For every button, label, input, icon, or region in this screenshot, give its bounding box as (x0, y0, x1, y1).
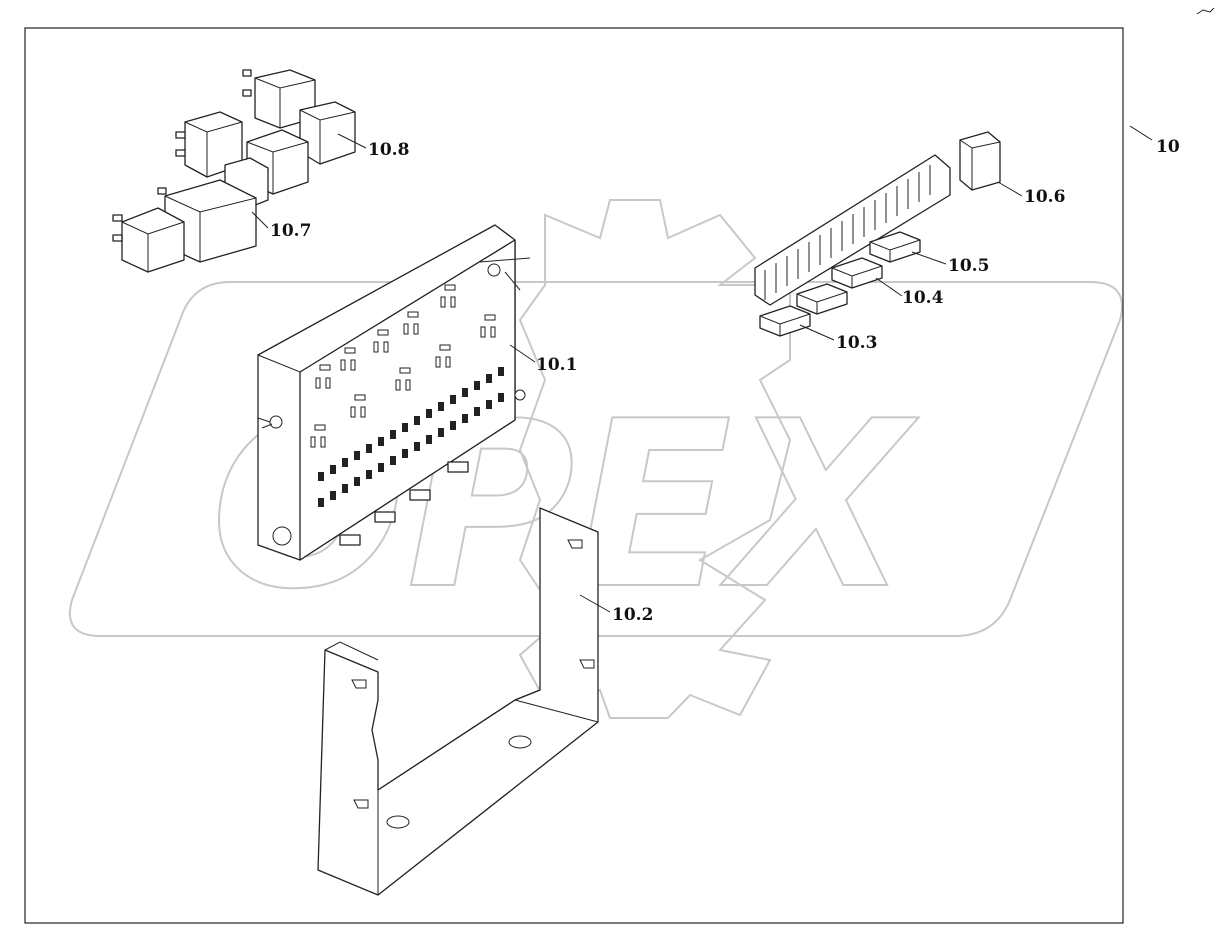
label-relay-group: 10.8 (368, 140, 409, 160)
label-fuse-b: 10.4 (902, 288, 944, 308)
label-fuse-block: 10.1 (536, 355, 577, 375)
fuse-small-c (869, 231, 921, 263)
watermark-bar (68, 281, 1123, 637)
label-bracket: 10.2 (612, 605, 653, 625)
corner-mark (1196, 7, 1215, 15)
diagram-frame (24, 27, 1124, 924)
label-fuse-cover: 10.6 (1024, 187, 1065, 207)
label-fuse-c: 10.5 (948, 256, 989, 276)
watermark-gear (518, 199, 792, 719)
label-assembly: 10 (1156, 137, 1180, 157)
fuse-block (257, 224, 531, 561)
fuse-small-a2 (796, 283, 848, 315)
fuse-small-a (759, 305, 811, 337)
fuse-small-b (831, 257, 883, 289)
label-relay-large: 10.7 (270, 221, 311, 241)
label-fuse-a: 10.3 (836, 333, 877, 353)
relay-group (175, 69, 356, 211)
mounting-bracket (317, 507, 599, 896)
leader-lines (251, 125, 1153, 613)
fuse-cover (959, 131, 1001, 191)
fuse-strip (754, 154, 951, 306)
relay-large (112, 179, 257, 273)
